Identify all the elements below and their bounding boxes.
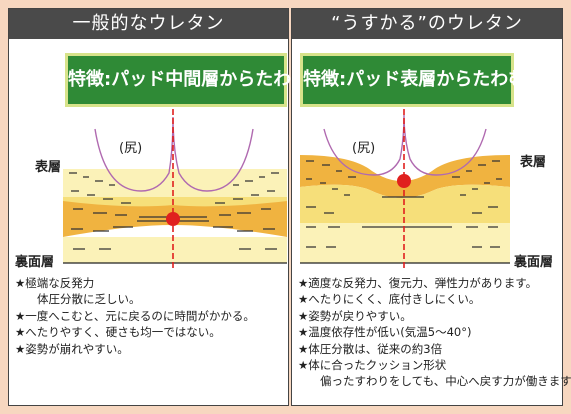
feature-box: 特徴:パッド表層からたわむ [300, 53, 526, 107]
panel-header: 一般的なウレタン [9, 9, 288, 39]
back-layer-label: 裏面層 [514, 255, 554, 270]
panel-usukaru-urethane: “うすかる”のウレタン 特徴:パッド表層からたわむ 表層 裏面層 (尻) ★適度… [291, 8, 571, 406]
notes-list: ★適度な反発力、復元力、弾性力があります。 ★へたりにくく、底付きしにくい。 ★… [298, 275, 571, 390]
panel-header: “うすかる”のウレタン [292, 9, 562, 39]
foam-bottom-band [63, 237, 287, 263]
note-item-7: 偏ったすわりをしても、中心へ戻す力が働きます。 [320, 374, 571, 389]
foam-surface-band [300, 155, 510, 198]
note-item-2: ★へたりにくく、底付きしにくい。 [298, 292, 481, 307]
note-item-1: ★極端な反発力 [15, 276, 95, 290]
note-item-1: ★適度な反発力、復元力、弾性力があります。 [298, 276, 538, 290]
cushion-diagram [63, 109, 287, 271]
surface-layer-label: 表層 [520, 155, 547, 170]
foam-surface-band [63, 169, 287, 197]
foam-bottom-band [300, 223, 510, 263]
note-item-4: ★温度依存性が低い(気温5〜40°) [298, 325, 472, 340]
note-item-3: ★姿勢が戻りやすい。 [298, 308, 412, 323]
buttock-label: (尻) [352, 141, 376, 156]
note-item-3: ★一度へこむと、元に戻るのに時間がかかる。 [15, 308, 255, 323]
buttock-curve [94, 116, 254, 192]
note-item-5: ★姿勢が崩れやすい。 [15, 341, 129, 356]
note-item-4: ★へたりやすく、硬さも均一ではない。 [15, 325, 221, 340]
surface-layer-label: 表層 [35, 160, 62, 175]
layer-dashes [69, 172, 279, 250]
feature-box: 特徴:パッド中間層からたわむ [65, 53, 309, 107]
note-item-5: ★体圧分散は、従来の約3倍 [298, 341, 443, 356]
pressure-point [397, 174, 411, 188]
back-layer-label: 裏面層 [15, 255, 55, 270]
notes-list: ★極端な反発力 体圧分散に乏しい。 ★一度へこむと、元に戻るのに時間がかかる。 … [15, 275, 284, 357]
buttock-label: (尻) [119, 141, 143, 156]
foam-middle-band [300, 184, 510, 223]
layer-dashes [306, 160, 502, 248]
note-item-2: 体圧分散に乏しい。 [37, 292, 141, 307]
pressure-point [166, 212, 180, 226]
panel-general-urethane: 一般的なウレタン 特徴:パッド中間層からたわむ 表層 裏面層 (尻) [8, 8, 309, 406]
cushion-diagram [300, 109, 510, 271]
note-item-6: ★体に合ったクッション形状 [298, 358, 447, 373]
